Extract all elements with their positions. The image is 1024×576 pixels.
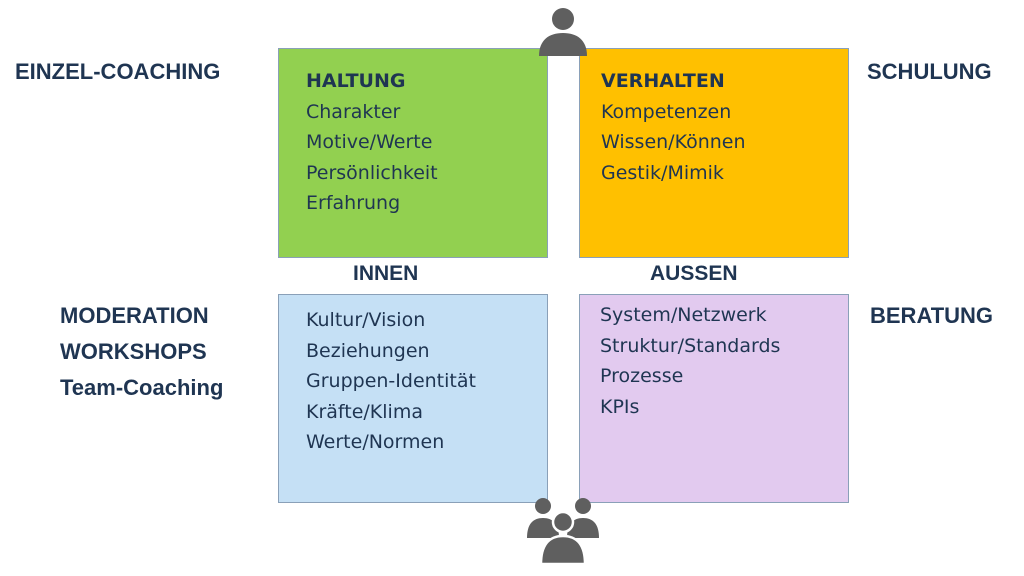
label-schulung: SCHULUNG — [867, 59, 992, 84]
person-icon — [539, 8, 587, 56]
quadrant-system: System/Netzwerk Struktur/Standards Proze… — [579, 294, 849, 503]
quadrant-heading: VERHALTEN — [601, 70, 725, 92]
label-workshops: WORKSHOPS — [60, 339, 207, 364]
quadrant-heading: HALTUNG — [306, 70, 406, 92]
label-team-coaching: Team-Coaching — [60, 375, 224, 400]
list-item: Charakter — [306, 100, 401, 123]
list-item: Werte/Normen — [306, 431, 445, 453]
label-einzel-coaching: EINZEL-COACHING — [15, 59, 221, 84]
list-item: Kräfte/Klima — [306, 400, 423, 423]
label-beratung: BERATUNG — [870, 303, 994, 328]
list-item: Gruppen-Identität — [306, 370, 476, 392]
list-item: KPIs — [600, 395, 640, 418]
label-moderation: MODERATION — [60, 303, 209, 328]
list-item: Kultur/Vision — [306, 309, 426, 331]
list-item: Prozesse — [600, 365, 684, 387]
quadrant-verhalten: VERHALTEN Kompetenzen Wissen/Können Gest… — [579, 48, 849, 258]
quadrant-kultur: Kultur/Vision Beziehungen Gruppen-Identi… — [278, 294, 548, 503]
group-icon — [527, 498, 599, 564]
list-item: Kompetenzen — [601, 100, 732, 123]
list-item: System/Netzwerk — [600, 304, 767, 326]
quadrant-haltung: HALTUNG Charakter Motive/Werte Persönlic… — [278, 48, 548, 258]
list-item: Gestik/Mimik — [601, 161, 724, 184]
list-item: Struktur/Standards — [600, 334, 781, 357]
list-item: Erfahrung — [306, 192, 401, 214]
list-item: Wissen/Können — [601, 131, 746, 153]
label-innen: INNEN — [353, 262, 419, 285]
list-item: Persönlichkeit — [306, 161, 438, 184]
list-item: Beziehungen — [306, 339, 430, 362]
label-aussen: AUSSEN — [650, 262, 738, 285]
list-item: Motive/Werte — [306, 131, 433, 153]
